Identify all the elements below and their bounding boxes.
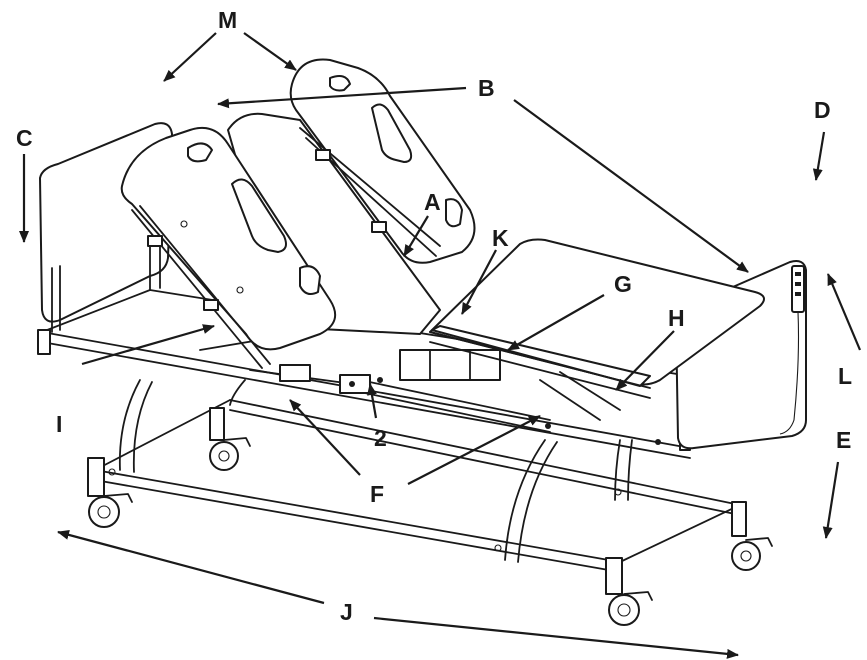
side-rail-near <box>120 126 337 369</box>
label-D: D <box>814 97 831 123</box>
label-A: A <box>424 189 441 215</box>
label-H: H <box>668 305 685 331</box>
base-frame <box>94 399 741 573</box>
arrow-J-right <box>373 616 739 659</box>
arrow-B-left <box>217 86 467 109</box>
arrow-J-left <box>57 530 325 605</box>
label-M: M <box>218 7 237 33</box>
arrow-M-left <box>163 32 217 82</box>
label-L: L <box>838 363 852 389</box>
label-G: G <box>614 271 632 297</box>
arrow-K <box>461 249 497 315</box>
arrow-H <box>615 330 675 391</box>
label-E: E <box>836 427 851 453</box>
frame-mechanism <box>199 339 661 445</box>
label-I: I <box>56 411 62 437</box>
foot-lift-arm <box>429 331 651 389</box>
label-B: B <box>478 75 495 101</box>
label-C: C <box>16 125 33 151</box>
arrow-F-left <box>289 399 361 476</box>
lift-legs <box>118 379 633 563</box>
arrow-M-right <box>243 32 297 71</box>
arrow-D <box>812 131 826 181</box>
label-K: K <box>492 225 509 251</box>
bed-illustration <box>37 58 807 626</box>
arrow-L <box>826 273 862 351</box>
pendant-control <box>779 265 805 435</box>
caster-front-left <box>87 457 133 528</box>
arrow-F-right <box>407 415 541 485</box>
arrow-G <box>507 294 605 351</box>
label-J: J <box>340 599 353 625</box>
arrow-E <box>822 461 840 539</box>
arrow-2-left <box>366 383 378 419</box>
label-F: F <box>370 481 384 507</box>
caster-rear-right <box>731 501 773 571</box>
arrow-I <box>81 324 215 366</box>
arrow-A <box>403 215 429 257</box>
caster-front-right <box>605 557 653 626</box>
arrow-B-right <box>513 99 749 273</box>
side-rail-far <box>289 58 476 264</box>
label-2: 2 <box>374 425 387 451</box>
callout-labels: M B C D A K G H L I E 2 F J <box>16 7 852 625</box>
callout-arrows <box>19 32 862 659</box>
caster-rear-left <box>209 407 251 471</box>
